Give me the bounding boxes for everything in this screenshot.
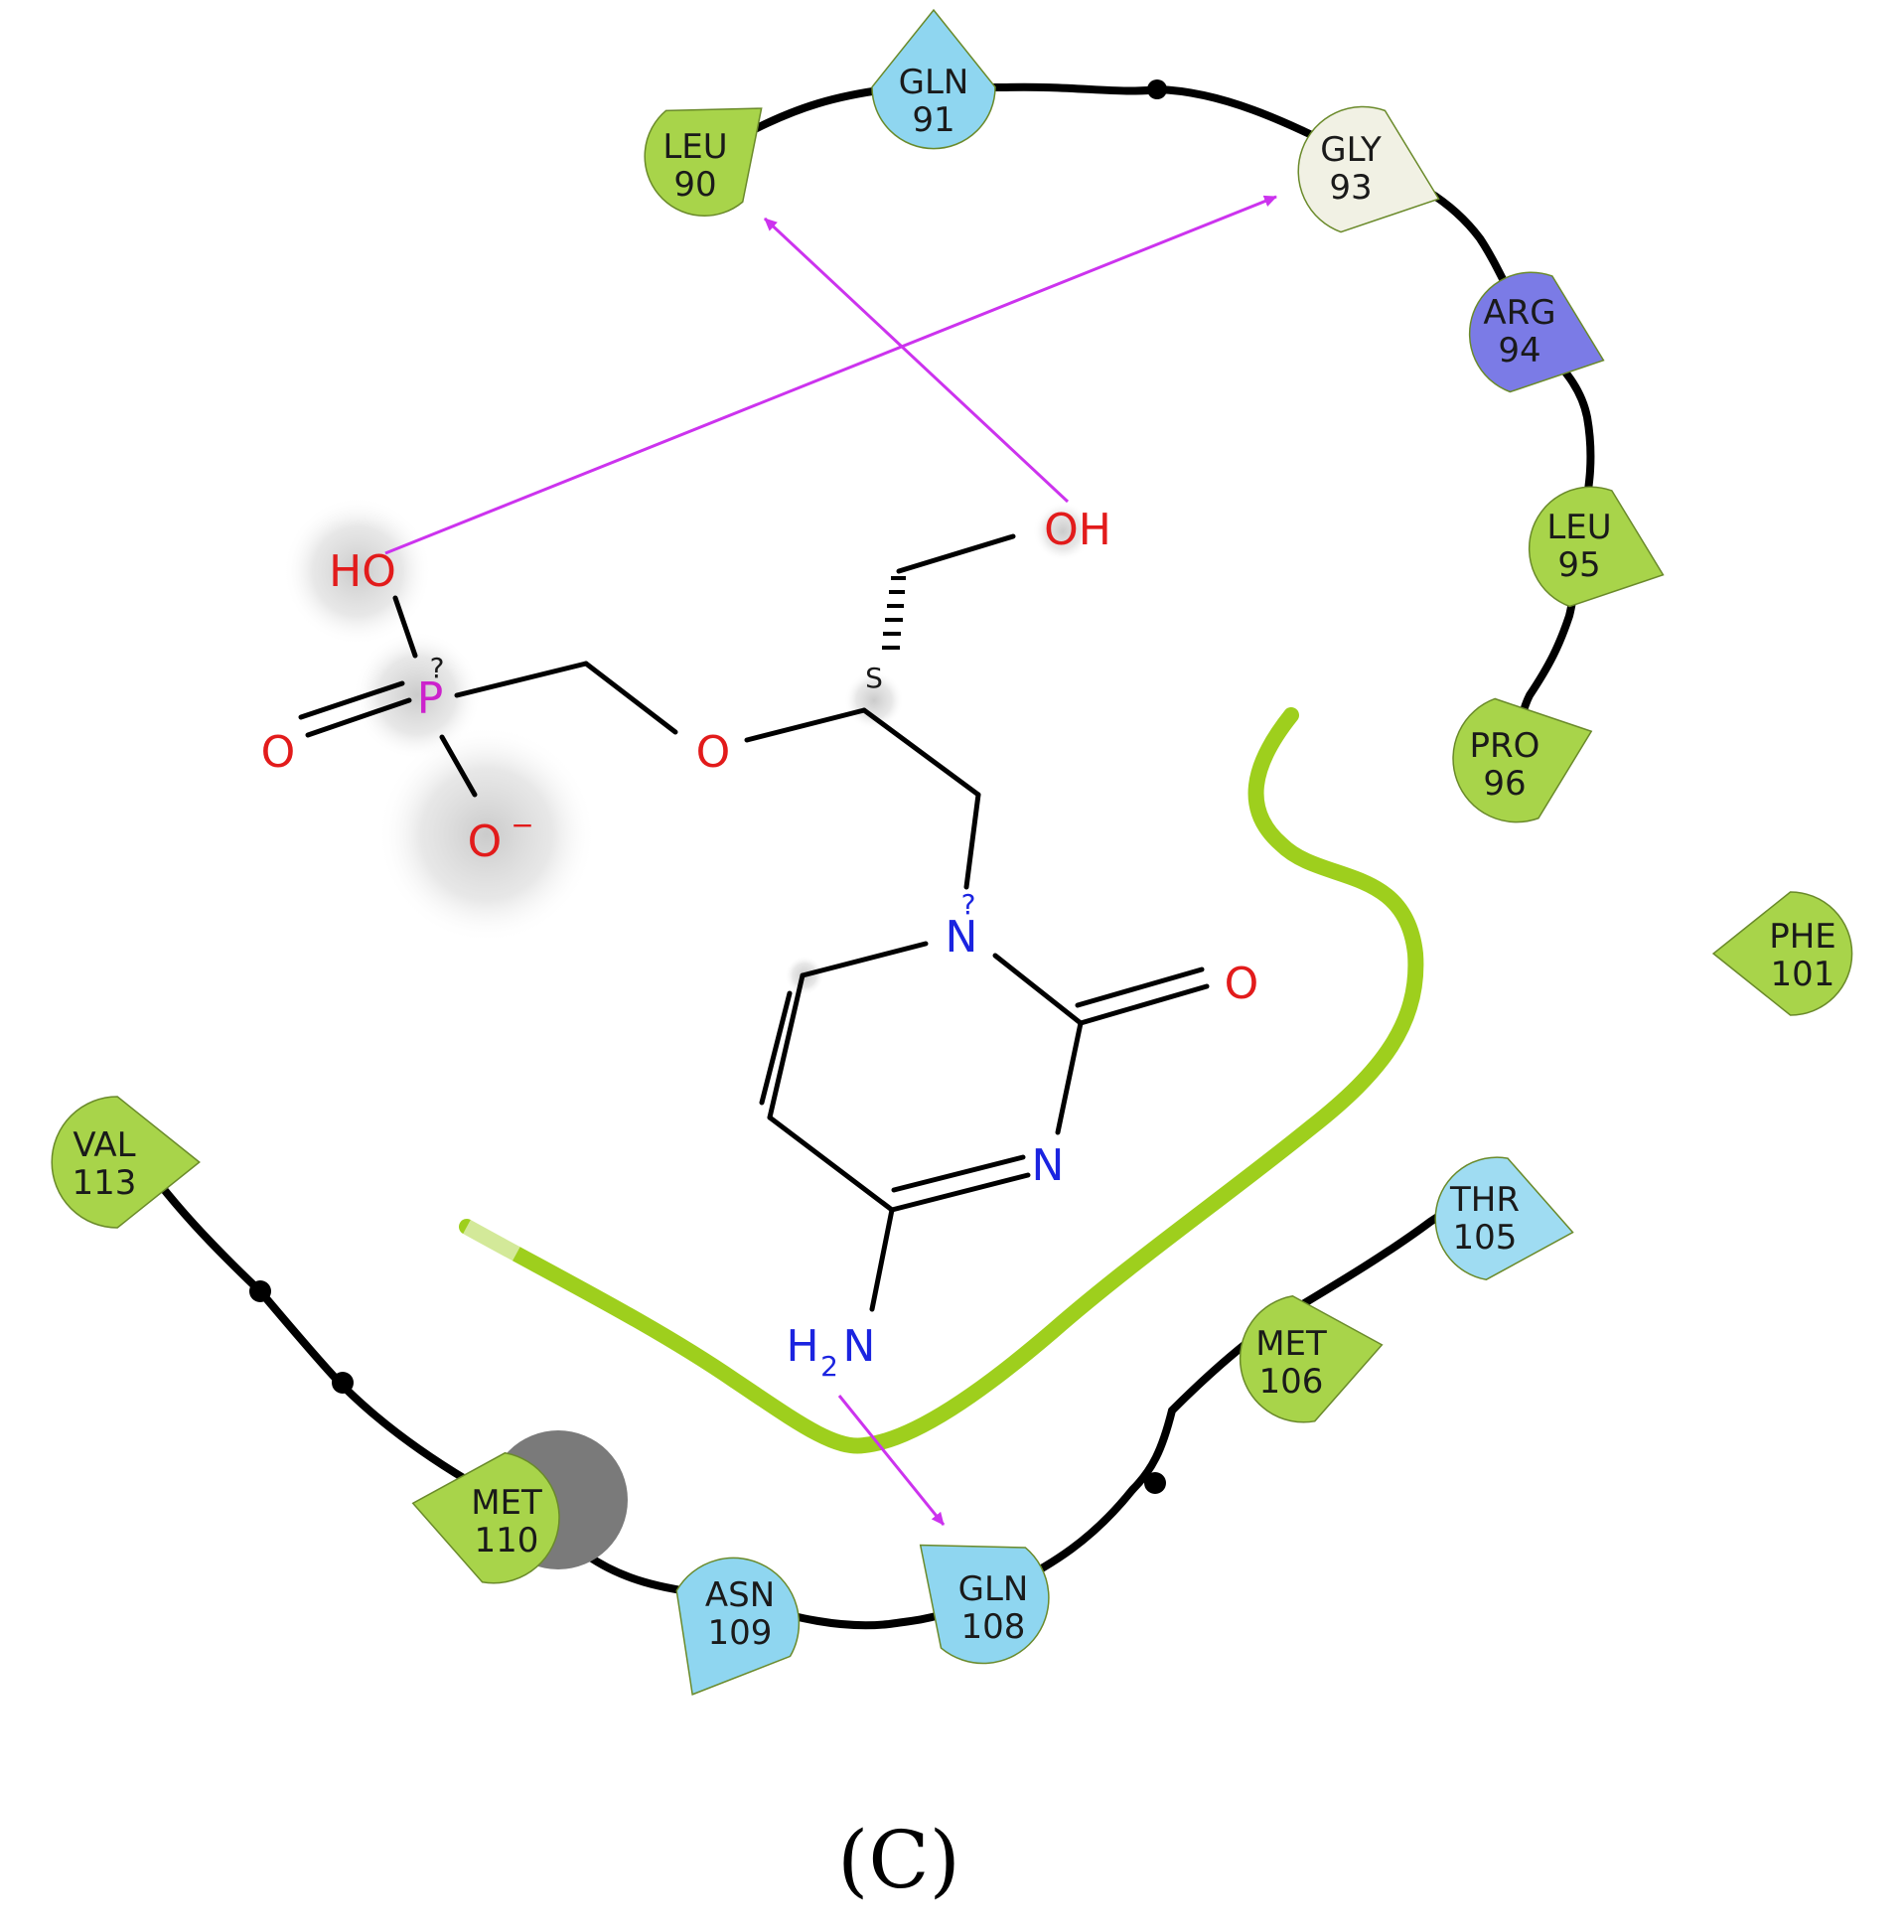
residue-number: 96 — [1483, 764, 1526, 804]
atom-ho: HO — [329, 546, 396, 597]
exposure-shadow-ominus — [377, 725, 596, 944]
residue-name: PRO — [1470, 726, 1540, 766]
atom-s-label: S — [865, 662, 883, 694]
residue-name: GLN — [899, 63, 969, 102]
atom-n1: N — [946, 912, 978, 963]
exposure-shadow-p — [353, 631, 482, 760]
backbone-break-dot — [1144, 1472, 1166, 1494]
residue-number: 105 — [1453, 1218, 1518, 1258]
figure-panel-label: (C) — [837, 1814, 960, 1906]
residue-glyph — [919, 1544, 1050, 1665]
residue-name: MET — [1255, 1324, 1327, 1364]
residue-number: 93 — [1329, 168, 1372, 208]
residue-number: 101 — [1771, 955, 1835, 994]
hbond-nh2-to-gln108 — [837, 1395, 946, 1526]
residue-name: LEU — [1546, 508, 1611, 547]
ligand-bonds — [298, 533, 1210, 1312]
residue-layer: LEU90GLN91GLY93ARG94LEU95PRO96PHE101THR1… — [51, 8, 1853, 1696]
residue-name: ASN — [705, 1575, 775, 1615]
atom-p: P — [417, 673, 444, 724]
residue-glyph — [1711, 891, 1853, 1016]
backbone-break-dot — [249, 1280, 271, 1302]
atom-nh2-h: H — [786, 1321, 818, 1372]
residue-name: ARG — [1483, 293, 1555, 333]
backbone-break-dot — [1147, 79, 1167, 99]
residue-number: 94 — [1498, 331, 1540, 371]
exposure-shadow-ho — [283, 497, 432, 646]
residue-glyph — [871, 8, 996, 150]
residue-glyph — [1528, 486, 1665, 608]
residue-glyph — [1452, 697, 1593, 823]
residue-glyph — [51, 1096, 201, 1229]
residue-number: 113 — [73, 1163, 137, 1203]
atom-nh2: H 2 N — [786, 1321, 875, 1383]
residue-glyph — [644, 107, 763, 217]
atom-n3: N — [1032, 1140, 1065, 1191]
residue-name: PHE — [1769, 917, 1836, 957]
residue-number: 110 — [475, 1521, 539, 1560]
atom-o-ether: O — [696, 727, 731, 778]
backbone-break-dot — [332, 1372, 354, 1394]
residue-name: GLY — [1320, 130, 1382, 170]
residue-glyph — [411, 1451, 560, 1584]
residue-name: LEU — [662, 127, 727, 167]
residue-number: 108 — [961, 1607, 1026, 1647]
residue-number: 106 — [1259, 1362, 1324, 1402]
residue-glyph — [1434, 1156, 1574, 1280]
exposure-shadow-s — [844, 670, 904, 730]
residue-number: 91 — [912, 100, 954, 140]
hbond-ho-to-gly93 — [384, 195, 1277, 555]
atom-n1-query: ? — [961, 888, 976, 921]
hbond-arrows — [384, 195, 1277, 1526]
residue-glyph — [1468, 271, 1605, 393]
residue-glyph — [1239, 1294, 1384, 1423]
backbone-upper — [751, 82, 1595, 759]
atom-labels: HO OH P ? O O − O S N ? O N H 2 N — [261, 505, 1259, 1383]
residue-name: THR — [1449, 1180, 1520, 1220]
atom-minus-charge: − — [511, 809, 533, 841]
residue-name: GLN — [958, 1569, 1029, 1609]
hbond-oh-to-leu90 — [763, 217, 1070, 504]
residue-name: MET — [471, 1483, 542, 1523]
residue-glyph — [1297, 105, 1440, 233]
atom-oh: OH — [1044, 505, 1111, 555]
atom-nh2-n: N — [843, 1321, 876, 1372]
residue-number: 95 — [1557, 545, 1600, 585]
residue-number: 90 — [673, 165, 716, 205]
residue-number: 109 — [708, 1613, 773, 1653]
atom-o-double: O — [261, 727, 296, 778]
atom-p-query: ? — [430, 652, 445, 684]
pocket-outline — [459, 707, 1424, 1454]
atom-o-carbonyl: O — [1225, 959, 1259, 1009]
residue-name: VAL — [73, 1125, 135, 1165]
residue-glyph — [675, 1557, 801, 1696]
exposure-shadow-oh — [1033, 502, 1093, 561]
atom-o-minus: O — [468, 817, 503, 867]
pocket-outline-fade-left — [462, 1218, 521, 1263]
stereo-hash-wedge — [882, 576, 906, 650]
atom-nh2-sub: 2 — [820, 1350, 838, 1383]
